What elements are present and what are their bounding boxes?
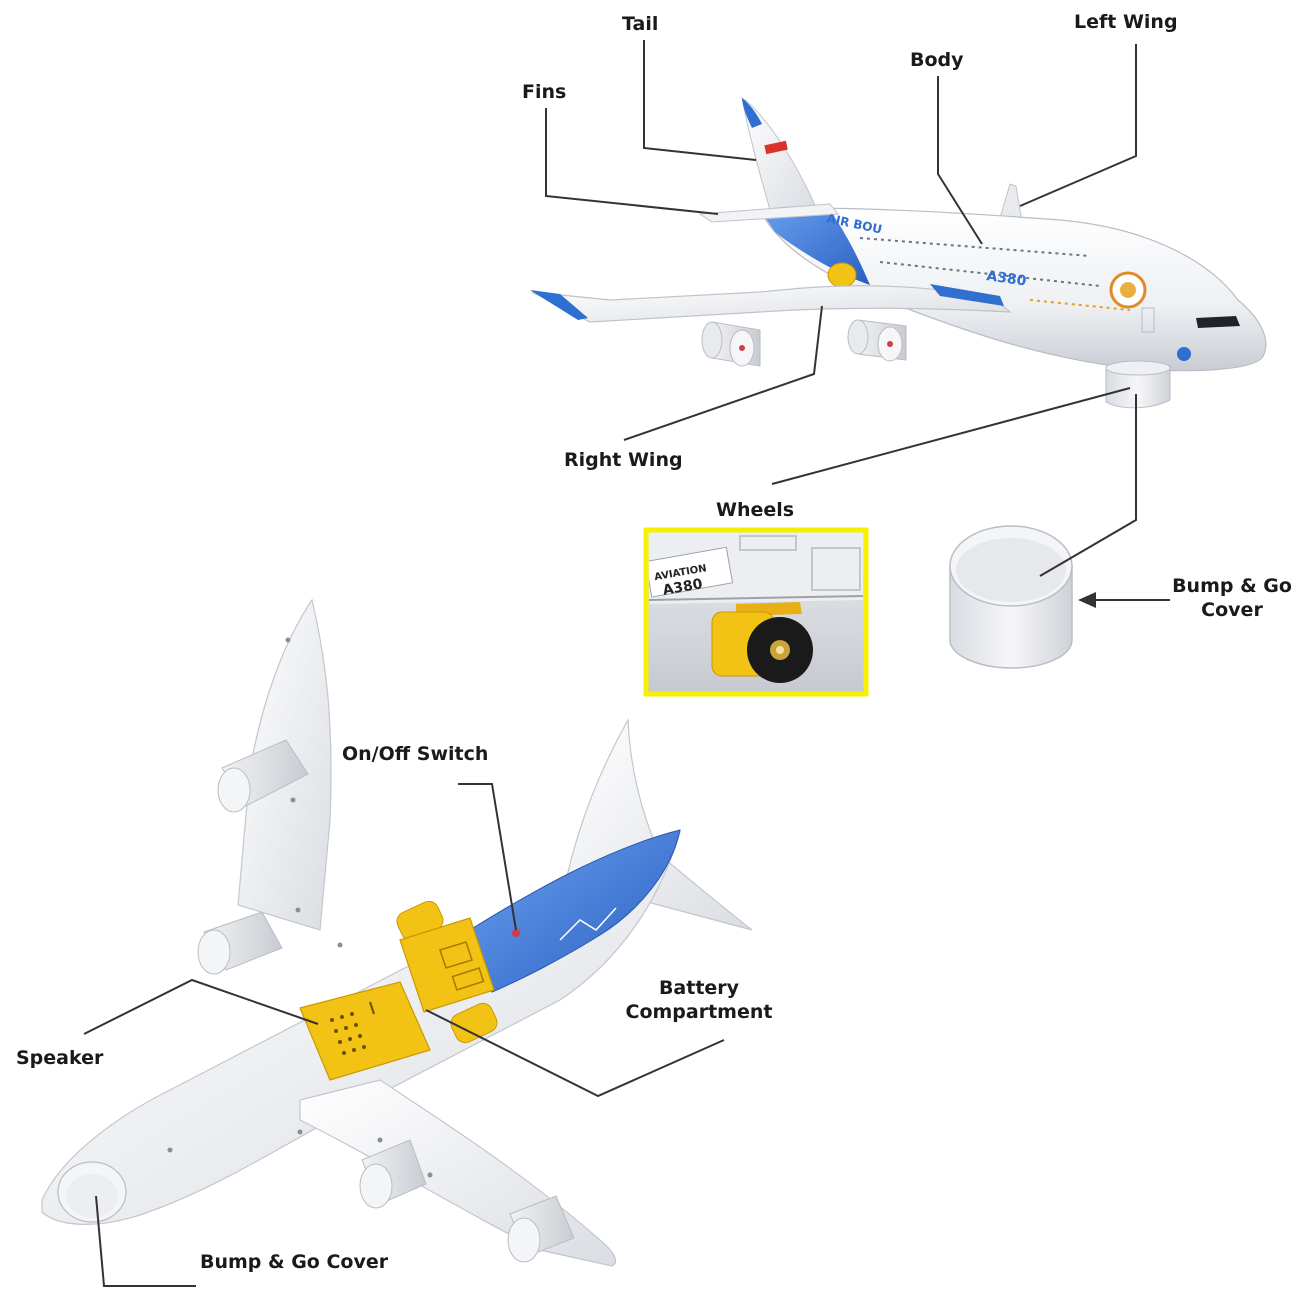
label-tail: Tail (622, 13, 659, 35)
battery-compartment-shape (396, 900, 498, 1044)
window-rows (859, 237, 1131, 311)
bottom-airplane (41, 598, 753, 1267)
tail-tip-blue (742, 98, 762, 128)
leader-battery (425, 1009, 725, 1098)
right-wing-tip-blue (530, 290, 588, 320)
rivet-dots (167, 637, 433, 1178)
leader-left-wing (1019, 44, 1137, 207)
label-on-off-switch: On/Off Switch (342, 743, 489, 765)
underside-nose-cup (57, 1161, 127, 1223)
leader-tail (643, 40, 757, 161)
on-off-switch-dot (512, 929, 520, 937)
label-bump-go-cover-bottom: Bump & Go Cover (200, 1251, 389, 1273)
leader-speaker (83, 978, 319, 1035)
label-battery-compartment-line2: Compartment (625, 1001, 773, 1023)
label-fins: Fins (522, 81, 567, 103)
tail-decal-red (764, 140, 788, 155)
nose-bump-cup (1105, 360, 1171, 409)
underside-engine-2 (197, 911, 283, 975)
underside-engine-3 (359, 1139, 427, 1209)
engine-2 (847, 319, 907, 362)
underside-engine-1 (217, 739, 309, 813)
label-left-wing: Left Wing (1074, 11, 1178, 33)
top-airplane: AIR BOU A380 (530, 96, 1267, 409)
label-bump-go-cover-top-line1: Bump & Go (1172, 575, 1292, 597)
label-battery-compartment: Battery Compartment (616, 976, 782, 1024)
leader-on-off (458, 783, 517, 931)
leader-right-wing (623, 305, 823, 441)
engine-1 (701, 321, 761, 367)
label-battery-compartment-line1: Battery (658, 977, 740, 999)
underside-engine-4 (507, 1195, 575, 1263)
label-right-wing: Right Wing (564, 449, 683, 471)
fins-shape (698, 203, 839, 223)
label-wheels: Wheels (716, 499, 795, 521)
wheels-inset: AVIATION A380 (643, 527, 869, 697)
leader-lines (83, 40, 1170, 1287)
label-speaker: Speaker (16, 1047, 104, 1069)
label-body: Body (910, 49, 964, 71)
leader-cover-top (1039, 394, 1137, 577)
leader-fins (545, 108, 719, 215)
speaker-grille (299, 981, 431, 1081)
cockpit-windows (1196, 316, 1240, 328)
inset-model-decal: A380 (661, 576, 703, 599)
leader-body (937, 76, 983, 245)
model-decal: A380 (985, 268, 1027, 289)
leader-cover-bottom (95, 1195, 196, 1287)
detached-cover (949, 525, 1073, 669)
arrowhead-cover (1078, 592, 1096, 608)
label-bump-go-cover-top-line2: Cover (1201, 599, 1263, 621)
yellow-wheel-top (827, 262, 857, 288)
leader-wheels (771, 387, 1131, 485)
label-bump-go-cover-top: Bump & Go Cover (1170, 574, 1294, 622)
